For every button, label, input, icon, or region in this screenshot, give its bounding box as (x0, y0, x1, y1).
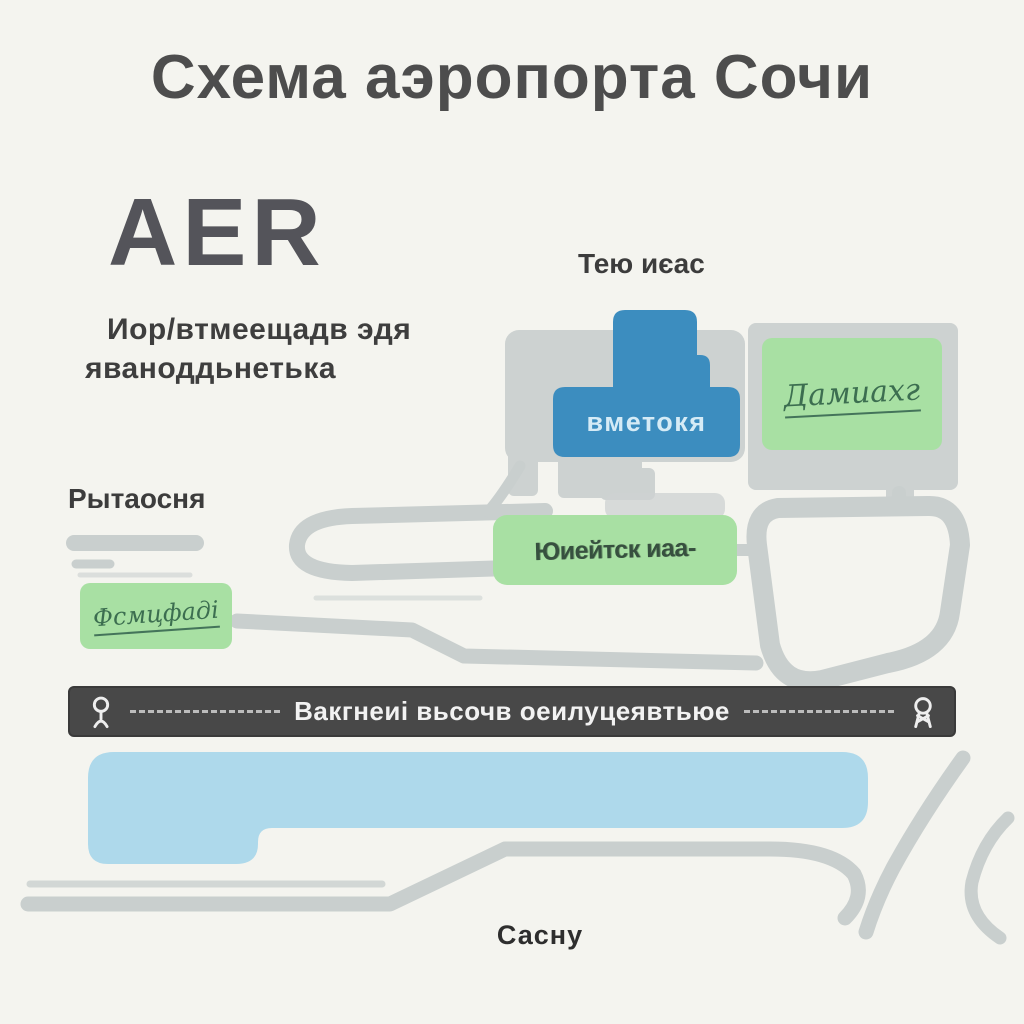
airport-code: AER (108, 179, 326, 286)
label-top-terminal: Тею иєас (578, 248, 705, 279)
label-bottom-city: Сасну (496, 920, 584, 950)
blue-terminal-label: вметокя (586, 406, 707, 437)
banner-dash-left (130, 710, 281, 713)
green-box-mid-tab-shape (513, 556, 583, 584)
runway-shape (88, 752, 868, 864)
green-box-left-label: Фсмцфаді (78, 578, 234, 654)
green-box-left-tab-shape (196, 596, 232, 636)
airport-subtitle-line2: яваноддьнетька (85, 352, 337, 385)
blue-terminal-shape (553, 310, 740, 457)
green-zones (80, 338, 942, 649)
banner-text: Вакгнеиі вьсочв оеилуцеявтьюе (294, 696, 730, 726)
page-title: Схема аэропорта Сочи (150, 43, 874, 112)
green-box-mid-label: Юиейтск иаа- (534, 533, 696, 566)
person-icon (86, 695, 116, 729)
green-box-left-shape (80, 583, 232, 649)
award-person-icon (908, 695, 938, 729)
label-left-road: Рытаосня (68, 483, 206, 514)
airport-subtitle-line1: Иор/втмеещадв эдя (107, 313, 412, 346)
info-banner: Вакгнеиі вьсочв оеилуцеявтьюе (68, 686, 956, 737)
bottom-road-network (20, 750, 1015, 945)
green-box-right-label: Дамиахг (759, 335, 945, 454)
green-box-right-shape (762, 338, 942, 450)
banner-dash-right (743, 710, 894, 713)
road-network (66, 460, 970, 692)
